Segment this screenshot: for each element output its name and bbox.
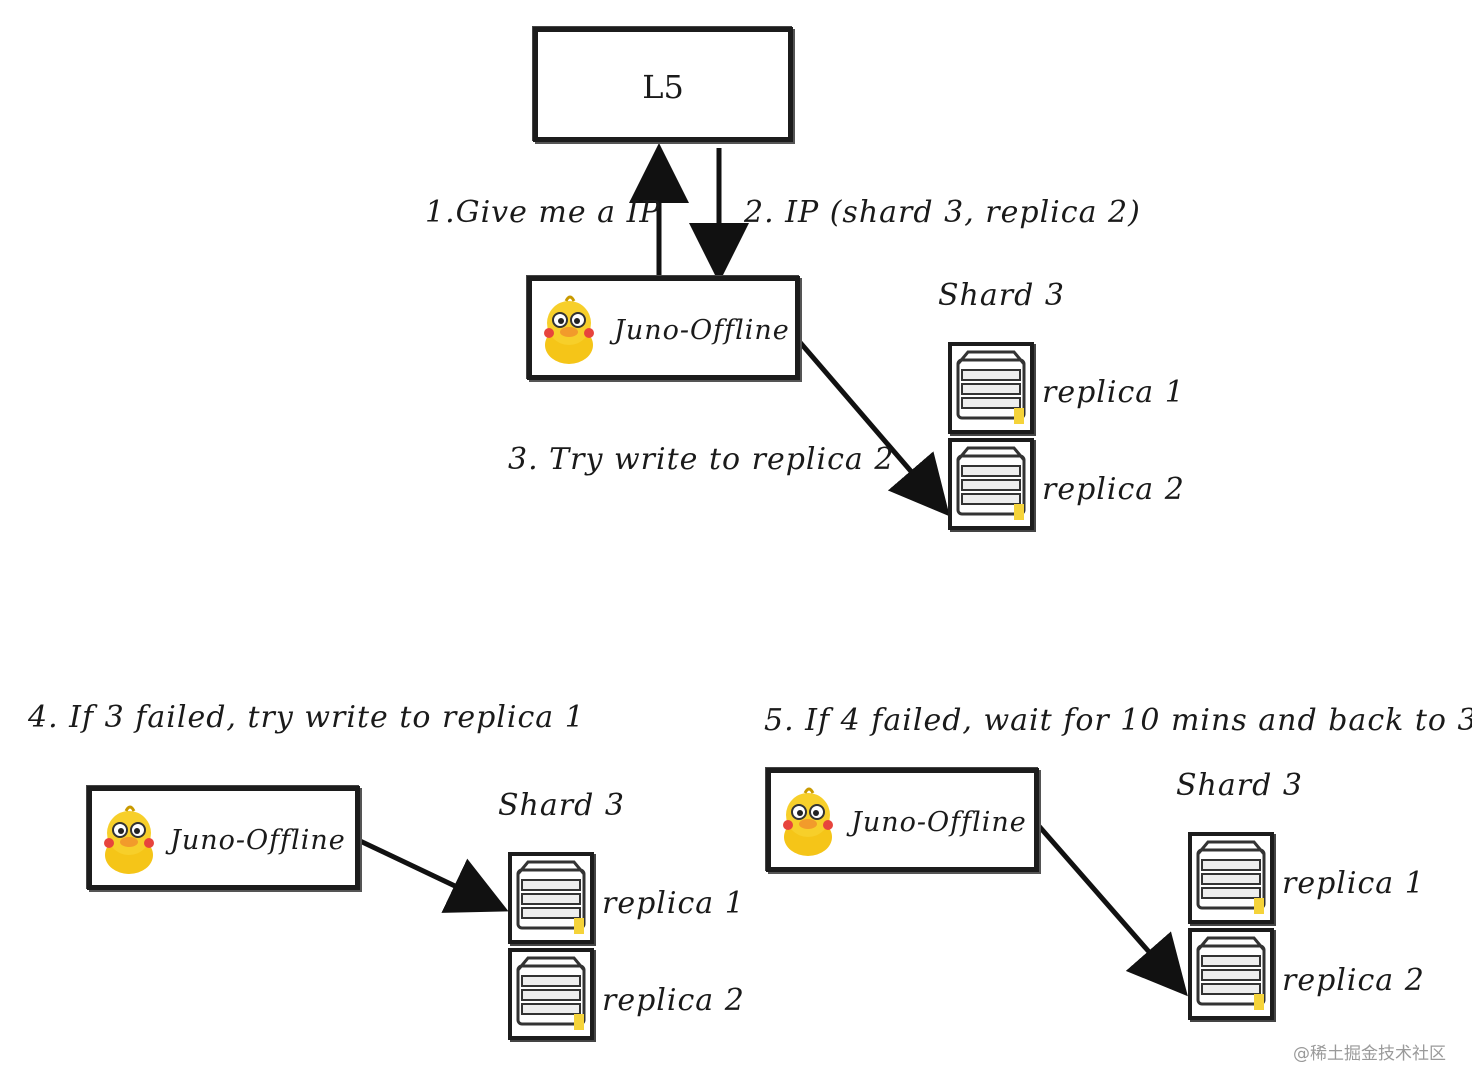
- server-icon: [948, 438, 1034, 530]
- arrow-write-replica1: [356, 837, 509, 913]
- arrow-write-replica2: [796, 338, 950, 517]
- client-label: Juno-Offline: [614, 315, 790, 346]
- replica1-label: replica 1: [602, 886, 745, 921]
- replica2-label: replica 2: [1282, 963, 1425, 998]
- server-icon: [508, 948, 594, 1040]
- server-icon: [1196, 840, 1266, 914]
- shard-title: Shard 3: [938, 278, 1065, 313]
- duck-mascot-icon: [544, 295, 594, 364]
- client-label: Juno-Offline: [851, 807, 1027, 838]
- server-icon: [956, 350, 1026, 424]
- server-icon: [508, 852, 594, 944]
- client-box: Juno-Offline: [87, 786, 360, 890]
- shard-title: Shard 3: [498, 788, 625, 823]
- server-icon: [1188, 832, 1274, 924]
- shard-title: Shard 3: [1176, 768, 1303, 803]
- duck-mascot-icon: [783, 787, 833, 856]
- server-icon: [1188, 928, 1274, 1020]
- l5-box: L5: [533, 27, 793, 142]
- l5-label: L5: [642, 68, 684, 106]
- client-box: Juno-Offline: [766, 768, 1039, 872]
- replica2-label: replica 2: [602, 983, 745, 1018]
- server-icon: [516, 956, 586, 1030]
- watermark: @稀土掘金技术社区: [1293, 1044, 1446, 1064]
- server-icon: [948, 342, 1034, 434]
- replica1-label: replica 1: [1042, 375, 1185, 410]
- step3-text: 3. Try write to replica 2: [508, 442, 895, 477]
- replica1-label: replica 1: [1282, 866, 1425, 901]
- arrow-back-to-replica2: [1036, 823, 1188, 997]
- server-icon: [1196, 936, 1266, 1010]
- server-icon: [956, 446, 1026, 520]
- duck-mascot-icon: [104, 805, 154, 874]
- step4-text: 4. If 3 failed, try write to replica 1: [28, 700, 585, 735]
- server-icon: [516, 860, 586, 934]
- step1-text: 1.Give me a IP: [425, 195, 661, 230]
- step5-text: 5. If 4 failed, wait for 10 mins and bac…: [764, 703, 1472, 738]
- step2-text: 2. IP (shard 3, replica 2): [744, 195, 1141, 230]
- replica2-label: replica 2: [1042, 472, 1185, 507]
- client-box: Juno-Offline: [527, 276, 800, 380]
- client-label: Juno-Offline: [170, 825, 346, 856]
